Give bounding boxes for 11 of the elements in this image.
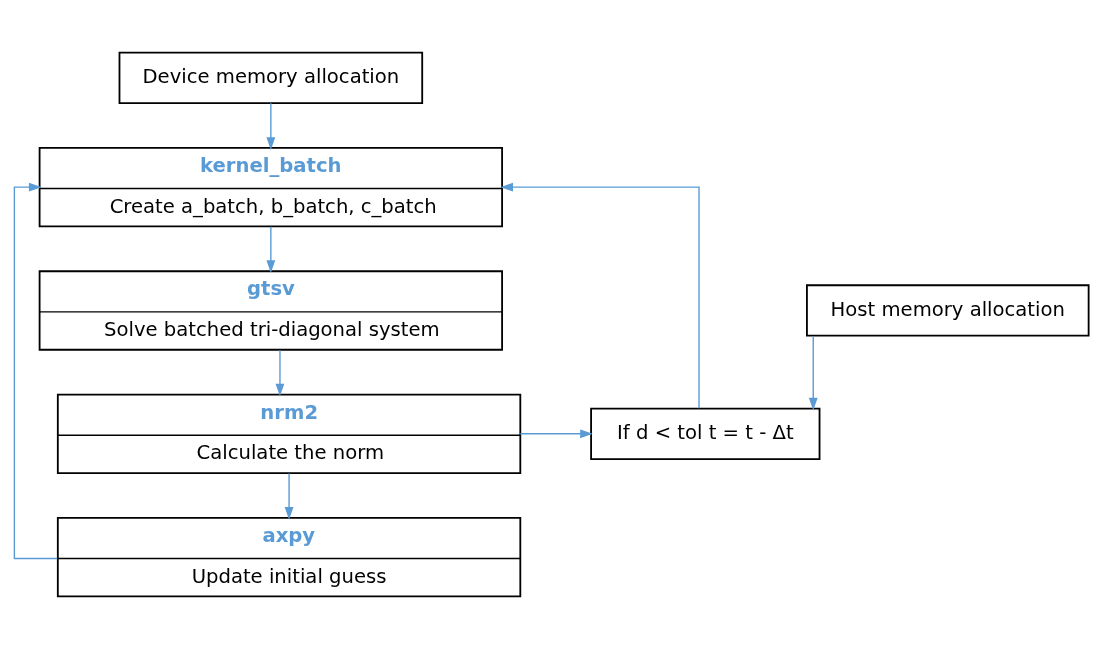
arrow xyxy=(13,182,58,560)
arrow xyxy=(266,102,276,150)
node-box: Device memory allocation xyxy=(118,51,424,104)
arrow xyxy=(519,429,593,439)
node-box: Host memory allocation xyxy=(806,284,1090,337)
arrow xyxy=(284,472,294,520)
arrow xyxy=(275,349,285,397)
arrow xyxy=(500,182,700,410)
arrow xyxy=(808,335,818,411)
node-box: If d < tol t = t - Δt xyxy=(590,407,821,460)
arrow xyxy=(266,226,276,273)
